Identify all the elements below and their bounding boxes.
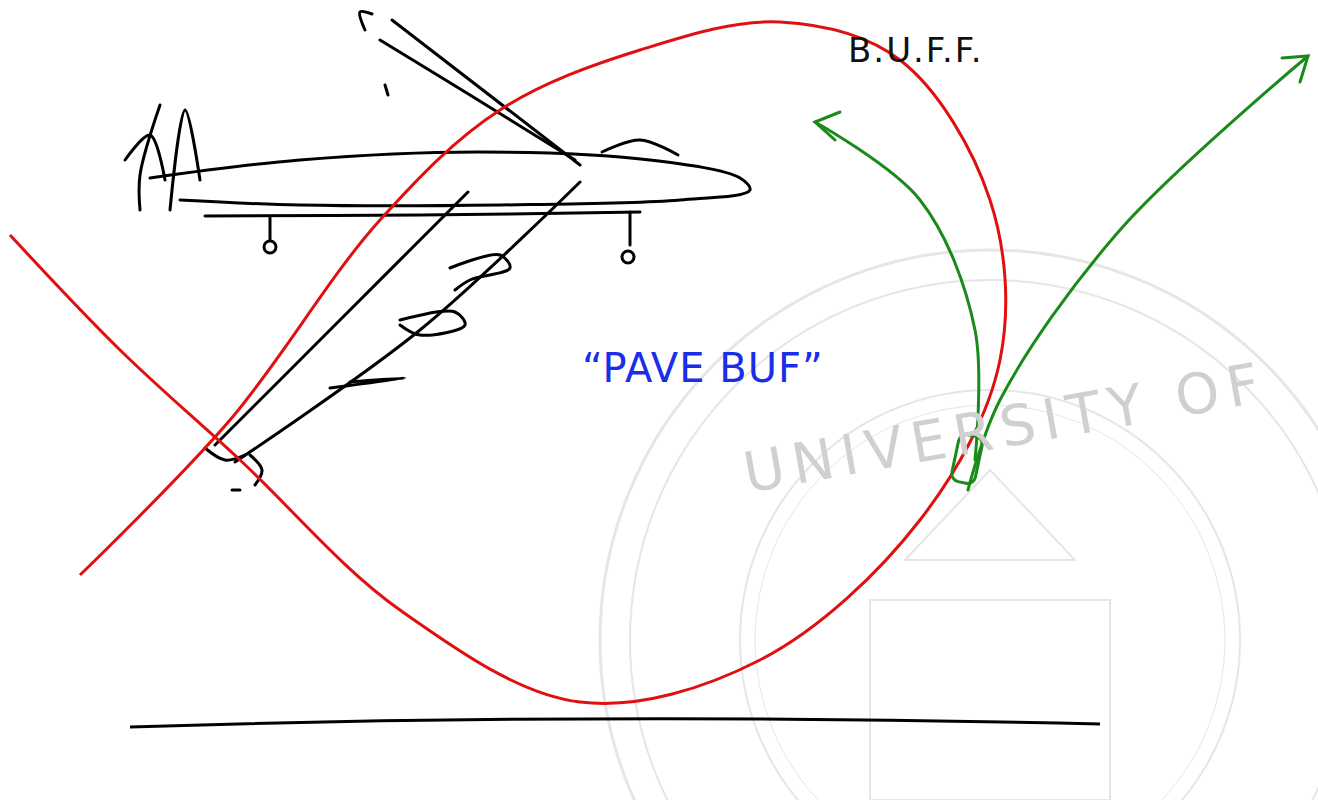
program-name: “PAVE BUF” [582,345,824,391]
ground-line [130,719,1100,727]
bomber-sketch [125,12,750,490]
plane-stroke [235,182,580,462]
plane-stroke [150,152,750,206]
landing-wheel [622,251,634,263]
arrow-head [815,112,840,140]
plane-stroke [330,378,405,388]
landing-wheel [264,241,276,253]
plane-stroke [400,311,465,335]
plane-stroke [215,192,468,445]
arrow-head [1282,56,1308,82]
flight-path [10,22,1006,704]
plane-stroke [360,12,372,30]
plane-stroke [602,140,678,155]
seal-building [870,470,1110,800]
sketch-title: B.U.F.F. [848,30,984,70]
plane-stroke [269,218,272,240]
plane-stroke [139,105,160,210]
plane-stroke [450,255,510,290]
plane-stroke [205,212,640,216]
plane-stroke [232,489,240,492]
plane-stroke [170,110,200,210]
plane-stroke [385,85,388,95]
plane-stroke [380,40,575,160]
plane-stroke [392,20,580,165]
plane-stroke [629,212,632,245]
